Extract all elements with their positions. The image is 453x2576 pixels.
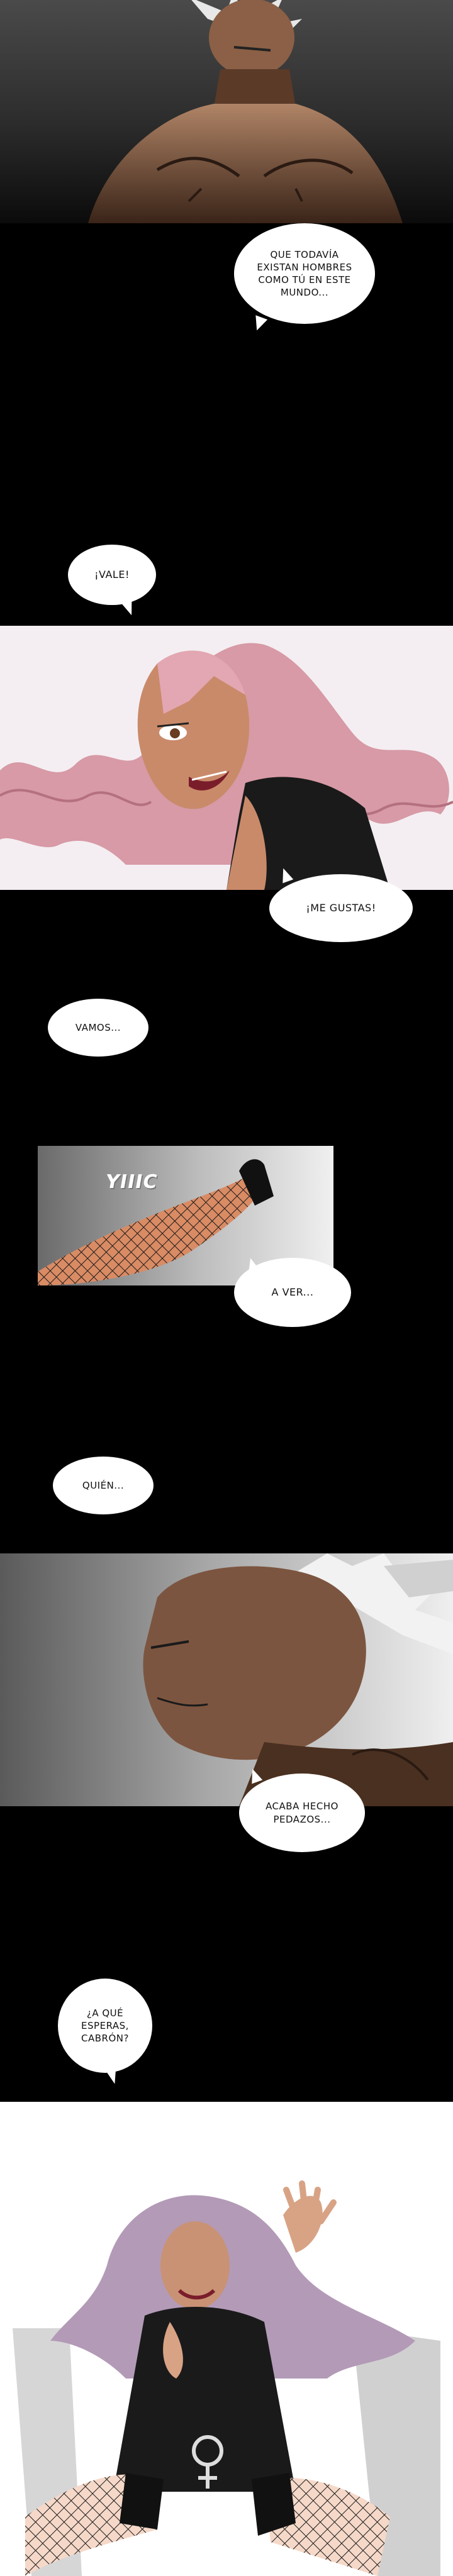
- woman-illustration: [0, 643, 453, 890]
- panel-gap-3: [0, 1285, 453, 1553]
- old-man-profile-illustration: [143, 1553, 453, 1806]
- panel-seated-woman: [0, 2102, 453, 2576]
- old-man-illustration: [88, 0, 403, 223]
- speech-bubble-3: ¡ME GUSTAS!: [269, 874, 413, 942]
- panel-gap-4: [0, 1806, 453, 2102]
- seated-woman-illustration: [13, 2180, 440, 2576]
- panel-old-man-top: [0, 0, 453, 223]
- sound-effect-yiiic: YIIIC: [103, 1171, 160, 1193]
- panel-fishnet-legs: YIIIC: [38, 1146, 333, 1285]
- legs-illustration: [38, 1159, 274, 1285]
- speech-bubble-8: ¿A QUÉ ESPERAS, CABRÓN?: [58, 1979, 152, 2073]
- speech-bubble-6: QUIÉN...: [53, 1457, 154, 1514]
- speech-bubble-5: A VER...: [234, 1258, 351, 1327]
- speech-bubble-7: ACABA HECHO PEDAZOS...: [239, 1774, 365, 1852]
- speech-bubble-2: ¡VALE!: [68, 545, 156, 605]
- speech-bubble-1: QUE TODAVÍA EXISTAN HOMBRES COMO TÚ EN E…: [234, 223, 375, 324]
- panel-gap-1: [0, 223, 453, 626]
- speech-bubble-4: VAMOS...: [48, 999, 148, 1057]
- panel-pink-hair-woman: [0, 626, 453, 890]
- panel-old-man-profile: [0, 1553, 453, 1806]
